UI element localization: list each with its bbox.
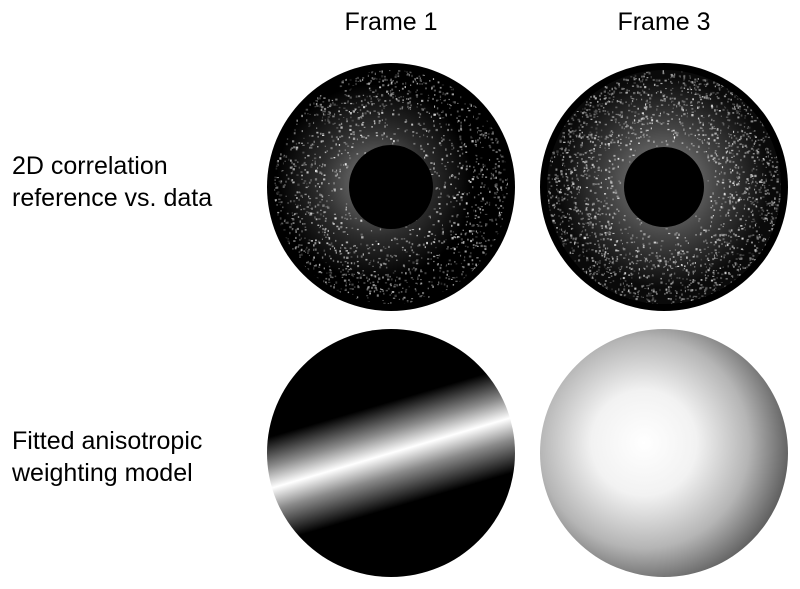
correlation-center-hole	[624, 147, 704, 227]
weighting-disc-band	[267, 329, 515, 577]
weighting-panel-frame-3	[540, 329, 788, 577]
row-label-correlation-line-2: reference vs. data	[12, 184, 213, 212]
row-label-correlation-line-1: 2D correlation	[12, 152, 168, 180]
row-label-weighting-model: Fitted anisotropic weighting model	[12, 425, 202, 489]
row-label-weighting-model-line-1: Fitted anisotropic	[12, 427, 203, 455]
column-header-frame-1: Frame 1	[344, 8, 438, 36]
correlation-panel-frame-3	[540, 63, 788, 311]
weighting-panel-frame-1	[267, 329, 515, 577]
column-header-frame-3: Frame 3	[617, 8, 711, 36]
correlation-center-hole	[349, 145, 433, 229]
weighting-disc-glow	[540, 329, 788, 577]
row-label-correlation: 2D correlation reference vs. data	[12, 150, 212, 214]
row-label-weighting-model-line-2: weighting model	[12, 459, 193, 487]
correlation-panel-frame-1	[267, 63, 515, 311]
